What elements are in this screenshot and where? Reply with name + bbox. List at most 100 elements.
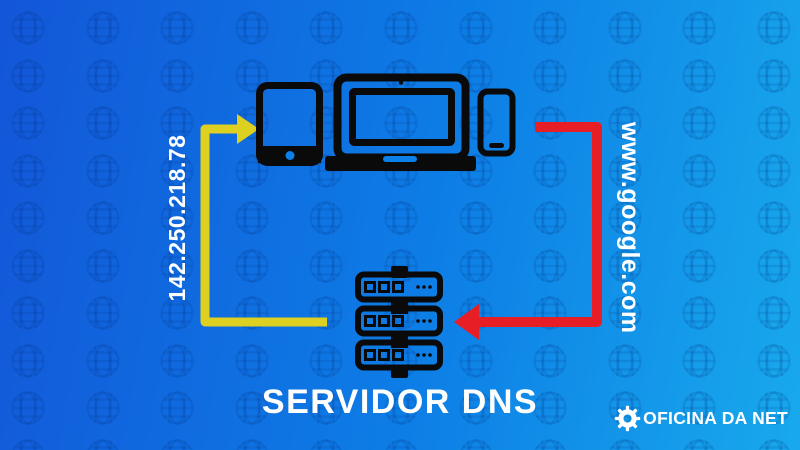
globe-icon (608, 343, 642, 378)
globe-icon (85, 153, 120, 188)
globe-icon-wrap (754, 388, 794, 433)
globe-icon (682, 343, 717, 378)
globe-icon-wrap (157, 246, 197, 291)
globe-icon (11, 201, 45, 235)
globe-icon-wrap (381, 388, 421, 433)
globe-icon (608, 106, 642, 140)
globe-icon-wrap (381, 103, 421, 148)
globe-icon (160, 153, 194, 188)
globe-icon (85, 343, 120, 378)
diagram-title: SERVIDOR DNS (261, 383, 539, 421)
globe-icon (85, 201, 120, 235)
globe-icon (86, 438, 119, 450)
globe-icon (310, 438, 343, 450)
globe-icon-wrap (530, 8, 570, 53)
globe-icon (757, 391, 791, 425)
globe-icon (11, 343, 45, 378)
globe-icon (757, 153, 791, 188)
globe-icon (682, 153, 717, 188)
globe-icon (608, 58, 642, 93)
globe-icon (309, 391, 344, 425)
globe-icon-wrap (83, 341, 123, 386)
globe-icon-wrap (157, 388, 197, 433)
globe-icon-wrap (8, 388, 48, 433)
globe-icon (758, 438, 790, 450)
globe-icon-wrap (679, 198, 719, 243)
globe-icon-wrap (8, 341, 48, 386)
globe-icon-wrap (83, 198, 123, 243)
globe-icon (534, 438, 566, 450)
globe-icon-wrap (679, 103, 719, 148)
globe-icon (385, 438, 417, 450)
globe-icon-wrap (679, 436, 719, 450)
globe-icon-wrap (605, 8, 645, 53)
gear-icon (614, 405, 641, 432)
globe-icon (11, 11, 45, 45)
globe-icon (757, 106, 791, 140)
globe-icon-wrap (754, 436, 794, 450)
globe-icon (384, 201, 418, 235)
tablet-icon (256, 82, 323, 166)
globe-icon (160, 58, 194, 93)
globe-icon (160, 343, 194, 378)
globe-icon-wrap (456, 436, 496, 450)
globe-icon (533, 58, 567, 93)
globe-icon (235, 343, 269, 378)
globe-icon-wrap (605, 246, 645, 291)
arrowhead-right-icon (237, 114, 259, 144)
globe-icon-wrap (232, 56, 272, 101)
globe-icon-wrap (679, 388, 719, 433)
globe-icon-wrap (605, 103, 645, 148)
globe-icon-wrap (381, 436, 421, 450)
globe-icon-wrap (83, 56, 123, 101)
globe-icon-wrap (754, 341, 794, 386)
globe-icon (608, 248, 642, 283)
globe-icon-wrap (679, 246, 719, 291)
globe-icon-wrap (605, 151, 645, 196)
smartphone-icon (477, 88, 516, 157)
globe-icon-wrap (83, 151, 123, 196)
globe-icon (682, 248, 717, 283)
globe-icon-wrap (754, 198, 794, 243)
globe-icon (85, 296, 120, 330)
globe-icon-wrap (754, 246, 794, 291)
globe-icon-wrap (605, 436, 645, 450)
globe-icon-wrap (306, 198, 346, 243)
globe-icon-wrap (83, 8, 123, 53)
globe-icon-wrap (232, 388, 272, 433)
globe-icon (682, 58, 717, 93)
globe-icon (757, 58, 791, 93)
globe-icon-wrap (83, 388, 123, 433)
globe-icon (682, 106, 717, 140)
globe-icon-wrap (232, 341, 272, 386)
oficina-da-net-logo: OFICINA DA NET (614, 405, 788, 432)
globe-icon (160, 11, 194, 45)
globe-icon-wrap (679, 8, 719, 53)
globe-icon (384, 11, 418, 45)
globe-icon-wrap (530, 198, 570, 243)
domain-name-label: www.google.com (616, 122, 644, 334)
laptop-icon (325, 73, 476, 171)
red-request-arrow (454, 122, 602, 340)
globe-icon-wrap (232, 198, 272, 243)
globe-icon-wrap (456, 198, 496, 243)
globe-icon (458, 391, 493, 425)
globe-icon-wrap (530, 436, 570, 450)
globe-icon-wrap (232, 8, 272, 53)
globe-icon (11, 296, 45, 330)
globe-icon-wrap (679, 341, 719, 386)
globe-icon-wrap (456, 56, 496, 101)
globe-icon-wrap (456, 246, 496, 291)
globe-icon (11, 58, 45, 93)
globe-icon (757, 11, 791, 45)
globe-icon-wrap (232, 246, 272, 291)
globe-icon (533, 248, 567, 283)
globe-icon-wrap (306, 436, 346, 450)
globe-icon (533, 201, 567, 235)
globe-icon (160, 248, 194, 283)
globe-icon (757, 296, 791, 330)
globe-icon-wrap (679, 56, 719, 101)
globe-icon-wrap (381, 198, 421, 243)
globe-icon-wrap (8, 198, 48, 243)
